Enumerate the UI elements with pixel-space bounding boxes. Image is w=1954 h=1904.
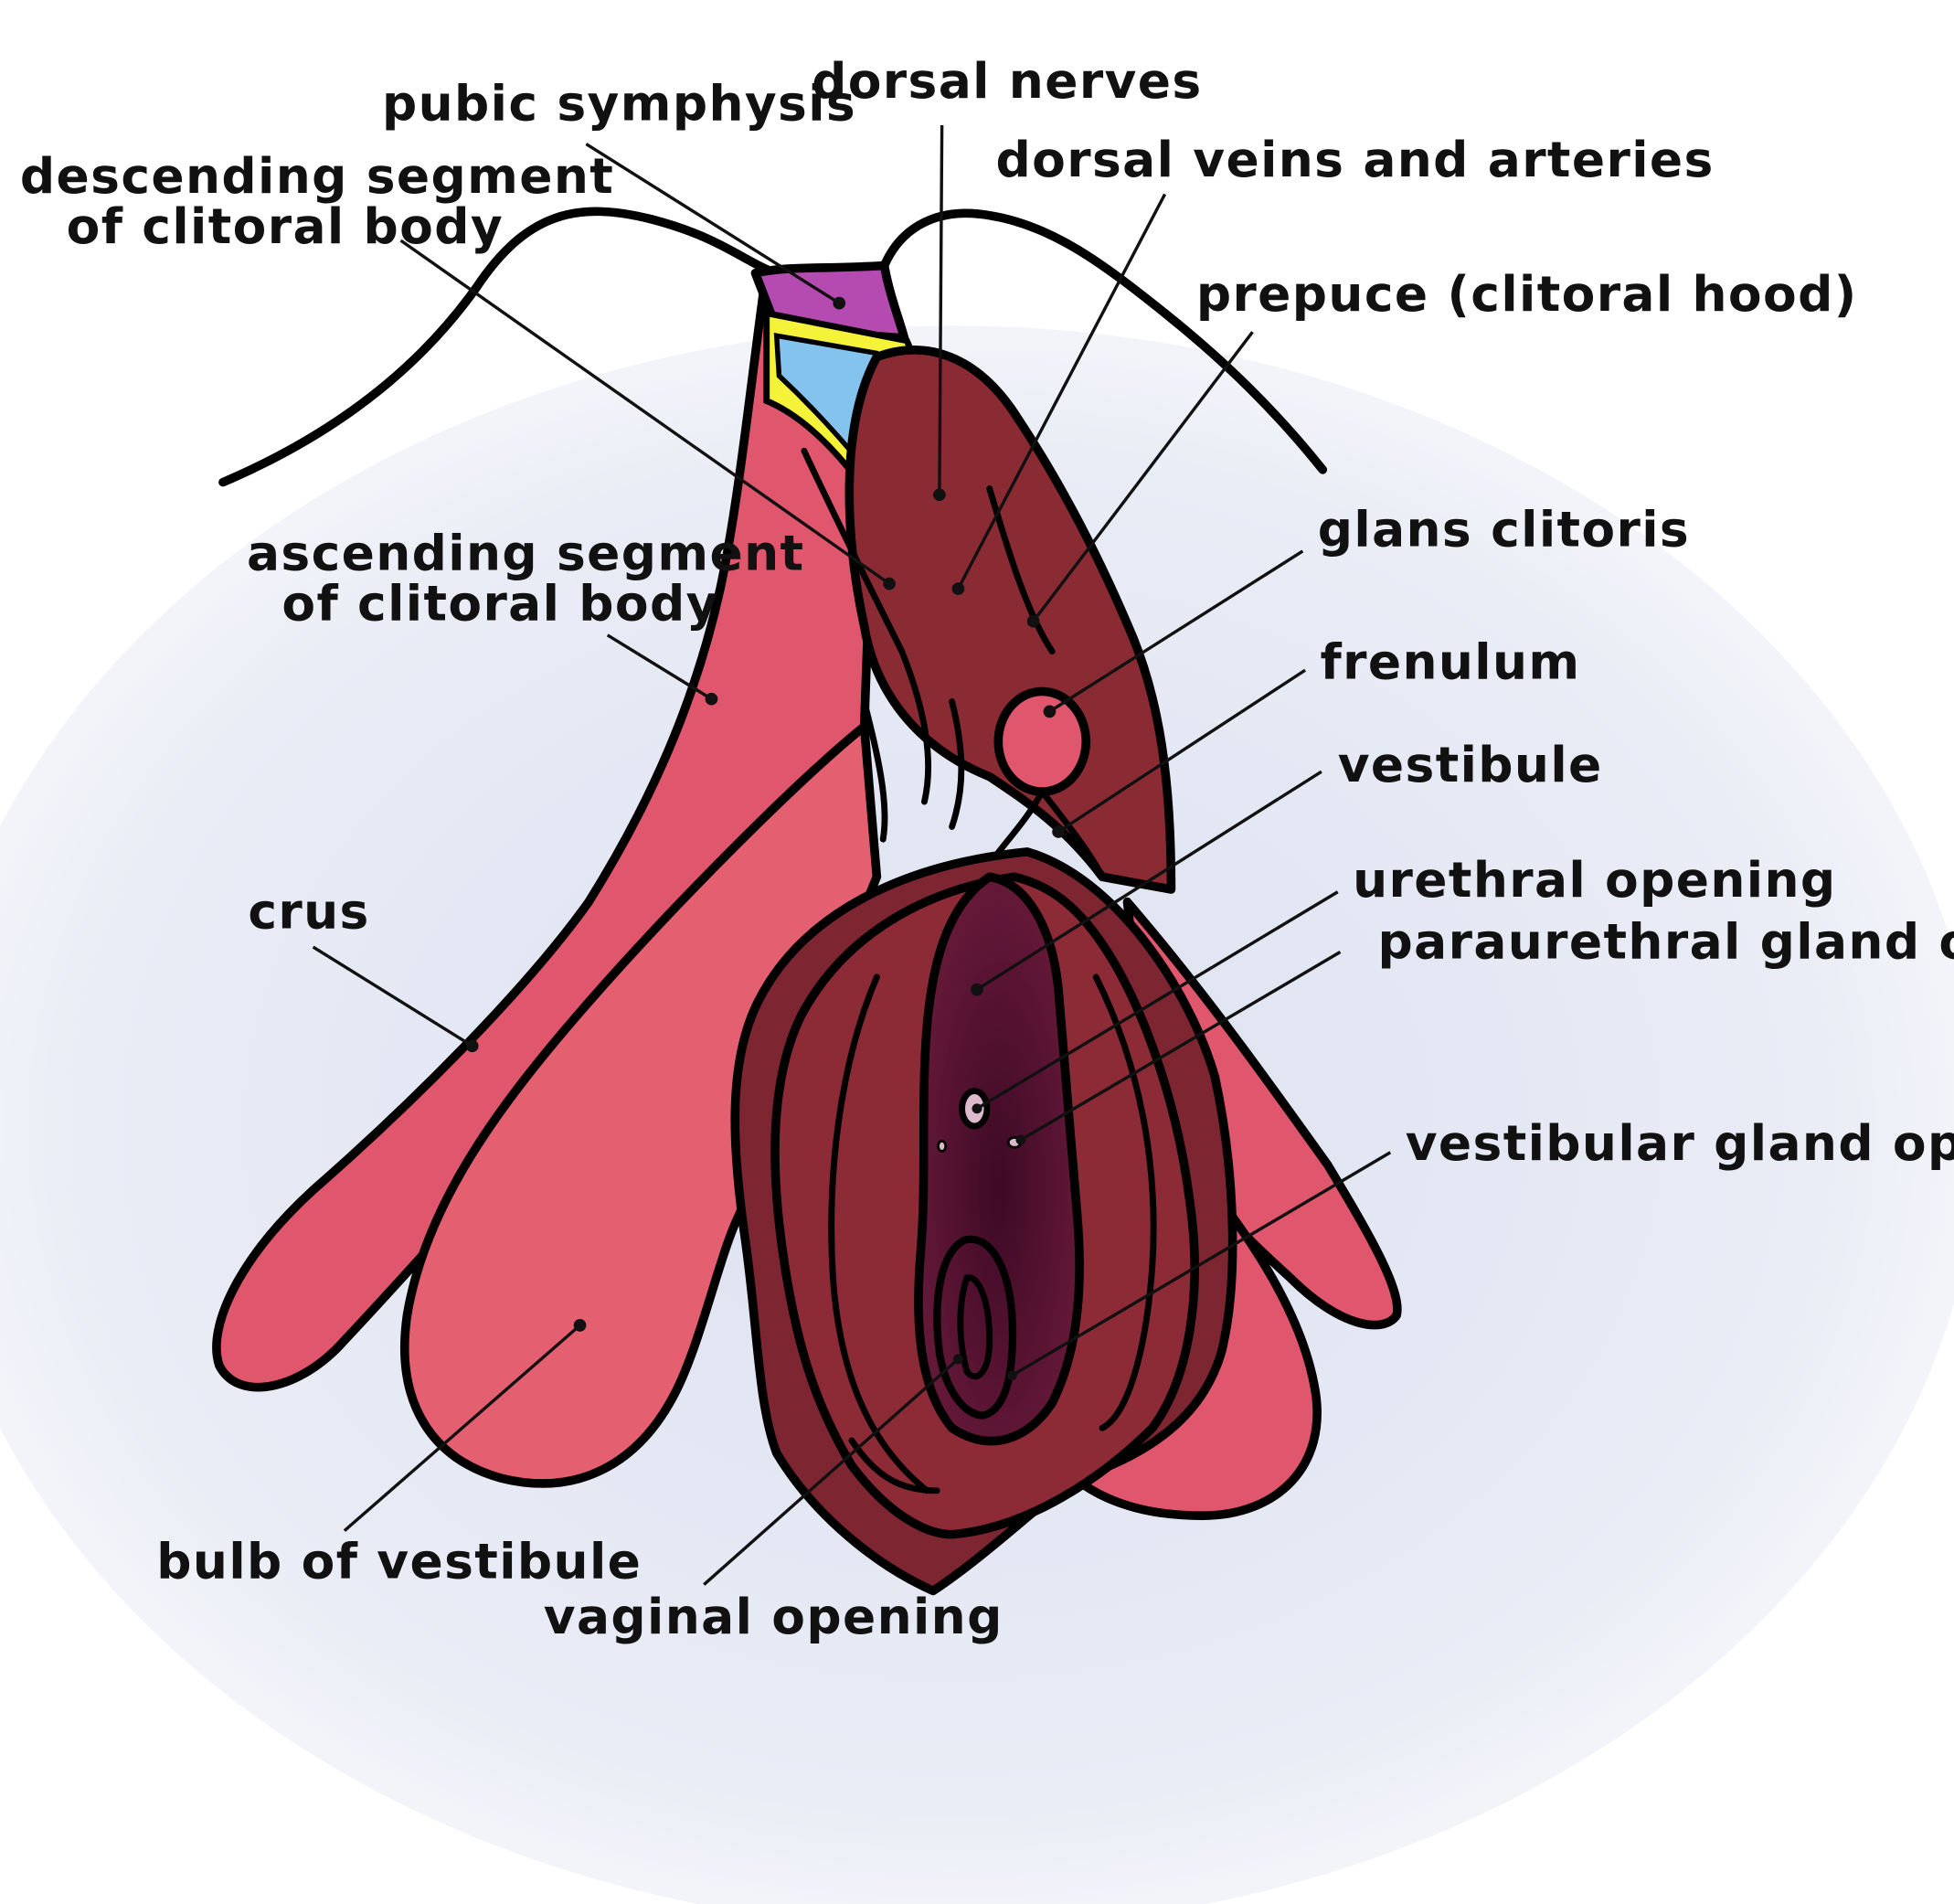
label-bulb: bulb of vestibule — [156, 1533, 642, 1590]
glans-shape — [998, 691, 1086, 792]
label-vestibule: vestibule — [1338, 736, 1603, 793]
dot-bulb — [574, 1319, 587, 1332]
label-vestibular-gland: vestibular gland openings — [1406, 1114, 1954, 1172]
label-dorsal-veins: dorsal veins and arteries — [996, 131, 1715, 188]
dot-paraurethral — [1015, 1135, 1025, 1145]
label-glans: glans clitoris — [1318, 500, 1690, 558]
label-prepuce: prepuce (clitoral hood) — [1196, 265, 1858, 323]
leader-pubic-symphysis — [586, 144, 839, 303]
label-vaginal-opening: vaginal opening — [544, 1588, 1004, 1645]
dot-prepuce — [1027, 615, 1040, 628]
paraurethral-opening-left — [939, 1141, 946, 1151]
label-crus: crus — [248, 882, 369, 940]
dot-pubic-symphysis — [833, 297, 845, 310]
label-ascending-segment-2: of clitoral body — [281, 574, 718, 632]
label-urethral-opening: urethral opening — [1353, 851, 1836, 909]
dot-crus — [466, 1039, 479, 1052]
dot-vestibular-gland — [1007, 1370, 1017, 1380]
dot-ascending-segment — [706, 693, 718, 706]
label-descending-segment-1: descending segment — [20, 147, 614, 205]
dot-dorsal-veins — [952, 582, 965, 595]
label-dorsal-nerves: dorsal nerves — [812, 52, 1202, 110]
label-descending-segment-2: of clitoral body — [67, 197, 504, 255]
dot-glans — [1044, 706, 1057, 718]
dot-urethral-opening — [972, 1103, 982, 1113]
dot-dorsal-nerves — [933, 488, 946, 501]
dot-descending-segment — [883, 578, 896, 590]
dot-vaginal-opening — [953, 1354, 963, 1364]
label-paraurethral: paraurethral gland openings — [1378, 912, 1954, 970]
label-ascending-segment-1: ascending segment — [247, 525, 804, 582]
label-pubic-symphysis: pubic symphysis — [382, 75, 856, 133]
dot-frenulum — [1052, 825, 1065, 838]
label-frenulum: frenulum — [1321, 633, 1581, 691]
dot-vestibule — [971, 984, 983, 996]
